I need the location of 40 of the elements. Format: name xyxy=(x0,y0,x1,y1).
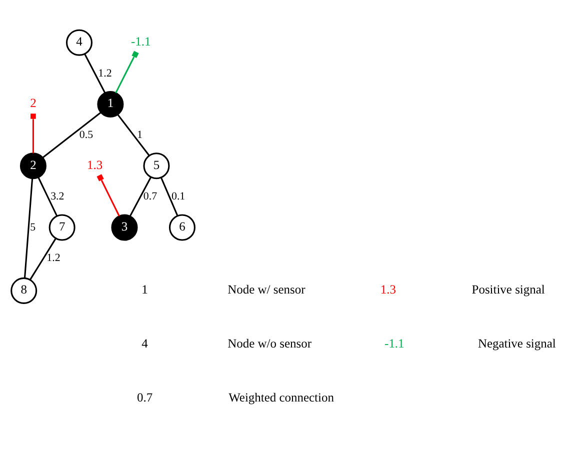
edge-label: 0.1 xyxy=(171,190,186,203)
edge-label: 1.2 xyxy=(46,252,60,264)
connector xyxy=(84,53,106,94)
label: 4 xyxy=(142,336,148,350)
node-circle: 1 xyxy=(97,90,124,118)
edge-label: 1 xyxy=(136,128,142,141)
node-circle: 5 xyxy=(143,152,170,180)
node-text: 2 xyxy=(30,96,36,110)
connector xyxy=(117,114,150,156)
node-circle: 4 xyxy=(66,29,92,56)
connector xyxy=(129,176,152,217)
label: 1.3 xyxy=(380,282,396,297)
connector xyxy=(24,178,34,278)
connector xyxy=(38,177,58,216)
node-circle: 3 xyxy=(111,214,138,241)
label: 1 xyxy=(142,282,148,297)
node-text: -1.1 xyxy=(130,34,151,49)
node-text: 1.3 xyxy=(87,158,103,172)
node-circle: 8 xyxy=(10,277,38,304)
node-circle: 6 xyxy=(168,214,196,241)
edge-label: 5 xyxy=(30,221,36,234)
connector xyxy=(30,238,56,280)
legend-label: Positive signal xyxy=(472,282,545,297)
node-circle: 2 xyxy=(20,152,46,180)
label: 0.7 xyxy=(136,390,153,404)
connector xyxy=(96,174,120,216)
label: -1.1 xyxy=(384,336,404,350)
connector xyxy=(115,50,139,94)
edge-label: 3.2 xyxy=(50,190,64,203)
edge-label: 0.7 xyxy=(143,190,158,203)
legend-label: Negative signal xyxy=(478,336,556,350)
legend-label: Node w/ sensor xyxy=(228,282,306,297)
node-circle: 7 xyxy=(48,214,76,241)
edge-label: 1.2 xyxy=(98,67,112,80)
connector xyxy=(30,114,36,154)
legend-label: Node w/o sensor xyxy=(228,336,312,350)
connector xyxy=(42,112,102,158)
legend-label: Weighted connection xyxy=(228,390,334,404)
edge-label: 0.5 xyxy=(79,128,94,141)
connector xyxy=(160,177,178,216)
